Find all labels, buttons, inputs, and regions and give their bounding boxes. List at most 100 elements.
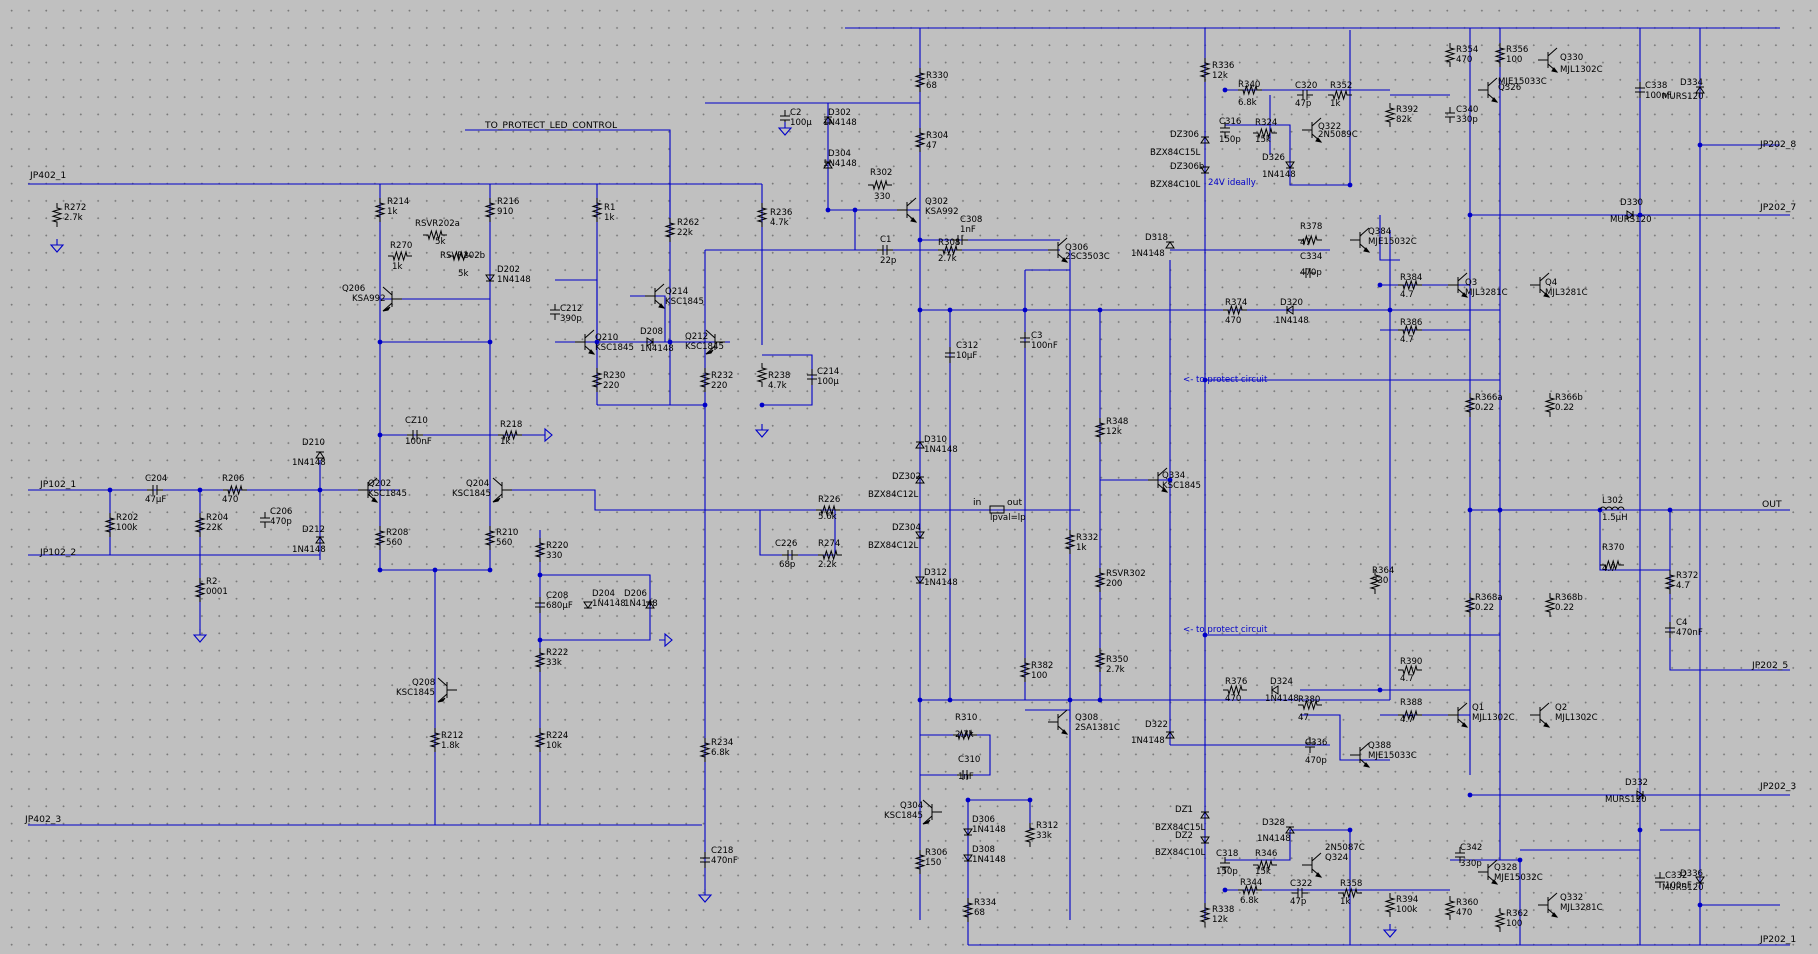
ref-r262: R262 <box>677 218 699 228</box>
ref-c214: C214 <box>817 367 839 377</box>
ref-c316: C316 <box>1219 117 1241 127</box>
q306-transistor <box>1048 237 1069 263</box>
ref-r236: R236 <box>770 208 792 218</box>
c2-capacitor <box>780 110 790 126</box>
output-fb <box>510 489 1080 511</box>
r366a-resistor <box>1464 393 1476 417</box>
junction-dot <box>852 207 858 213</box>
c318-capacitor <box>1220 857 1230 873</box>
q214-base <box>630 295 666 342</box>
rsvr302-resistor <box>1094 568 1106 592</box>
q202-transistor <box>358 477 379 503</box>
ref-r230: R230 <box>603 371 625 381</box>
junction-dot <box>487 567 493 573</box>
d318-diode <box>1165 241 1175 249</box>
ref-r238: R238 <box>768 371 790 381</box>
ref-q202: Q202 <box>368 479 391 489</box>
value-d304: 1N4148 <box>823 159 857 169</box>
d332-diode <box>1636 790 1644 800</box>
ref-c320: C320 <box>1295 81 1317 91</box>
net-jp202-3: JP202_3 <box>1759 781 1796 792</box>
value-r370: 4.7 <box>1602 564 1616 574</box>
ref-r334: R334 <box>974 898 996 908</box>
value-r362: 100 <box>1506 919 1522 929</box>
ref-d206: D206 <box>624 589 647 599</box>
c334-capacitor <box>1300 268 1316 278</box>
r354-resistor <box>1444 43 1456 67</box>
lpval-block <box>989 505 1005 514</box>
ref-q214: Q214 <box>665 287 688 297</box>
ref-r378: R378 <box>1300 222 1322 232</box>
value-c208: 680µF <box>546 601 573 611</box>
ref-r270: R270 <box>390 241 412 251</box>
c218-capacitor <box>700 852 710 868</box>
ref-d328: D328 <box>1262 818 1285 828</box>
r232-resistor <box>699 368 711 392</box>
ref-r226: R226 <box>818 495 840 505</box>
junction-dot <box>377 432 383 438</box>
l302-inductor <box>1599 506 1625 511</box>
ref-c322: C322 <box>1290 879 1312 889</box>
junction-dot <box>759 402 765 408</box>
r330-resistor <box>914 68 926 92</box>
ref-d330: D330 <box>1620 198 1643 208</box>
ref-r330: R330 <box>926 71 948 81</box>
value-r226: 5.6k <box>818 512 837 522</box>
ref-r332: R332 <box>1076 533 1098 543</box>
ref-q204: Q204 <box>466 479 489 489</box>
ref-dz2: DZ2 <box>1175 831 1193 841</box>
ref-q3: Q3 <box>1465 278 1477 288</box>
r382-resistor <box>1019 658 1031 682</box>
r204-resistor <box>194 513 206 537</box>
value-d206: 1N4148 <box>624 599 658 609</box>
value-r350: 2.7k <box>1106 665 1125 675</box>
ref-d310: D310 <box>924 435 947 445</box>
junction-dot <box>1697 142 1703 148</box>
net-jp202-1: JP202_1 <box>1759 934 1796 945</box>
ref-r272: R272 <box>64 203 86 213</box>
junction-dot <box>965 797 971 803</box>
ground-symbol <box>777 122 793 136</box>
r364-resistor <box>1369 570 1381 594</box>
junction-dot <box>1067 697 1073 703</box>
value-r372: 4.7 <box>1676 581 1690 591</box>
ref-r222: R222 <box>546 648 568 658</box>
r332-resistor <box>1064 530 1076 554</box>
d328-diode <box>1285 826 1295 834</box>
ref-c4: C4 <box>1676 618 1687 628</box>
value-dz306: BZX84C15L <box>1150 148 1201 158</box>
r374-resistor <box>1223 304 1247 316</box>
ref-q322: Q322 <box>1318 122 1341 132</box>
value-d328: 1N4148 <box>1257 834 1291 844</box>
ref-q4: Q4 <box>1545 278 1557 288</box>
ref-r234: R234 <box>711 738 733 748</box>
ref-r390: R390 <box>1400 657 1422 667</box>
r206-resistor <box>223 484 247 496</box>
r212-resistor <box>429 728 441 752</box>
ref-q308: Q308 <box>1075 713 1098 723</box>
value-r1: 1k <box>604 213 614 223</box>
r262-resistor <box>664 218 676 242</box>
value-r348: 12k <box>1106 427 1122 437</box>
value-c2: 100µ <box>790 118 812 128</box>
r224-resistor <box>534 728 546 752</box>
value-r262: 22k <box>677 228 693 238</box>
rsvr202a-resistor <box>423 229 447 241</box>
ref-c2: C2 <box>790 108 801 118</box>
r362-resistor <box>1494 908 1506 932</box>
c320-capacitor <box>1297 90 1313 100</box>
value-c342: 330p <box>1460 859 1482 869</box>
d336-diode <box>1695 876 1705 884</box>
junction-dot <box>1222 887 1228 893</box>
junction-dot <box>197 487 203 493</box>
net-jp102-1: JP102_1 <box>39 479 76 490</box>
junction-dot <box>1202 377 1208 383</box>
value-d210: 1N4148 <box>292 458 326 468</box>
junction-dot <box>1637 212 1643 218</box>
value-d322: 1N4148 <box>1131 736 1165 746</box>
r380-resistor <box>1298 699 1322 711</box>
junction-dot <box>1467 212 1473 218</box>
value-q322: 2N5089C <box>1318 130 1358 140</box>
value-q330: MJL1302C <box>1560 65 1603 75</box>
ref-r356: R356 <box>1506 45 1528 55</box>
